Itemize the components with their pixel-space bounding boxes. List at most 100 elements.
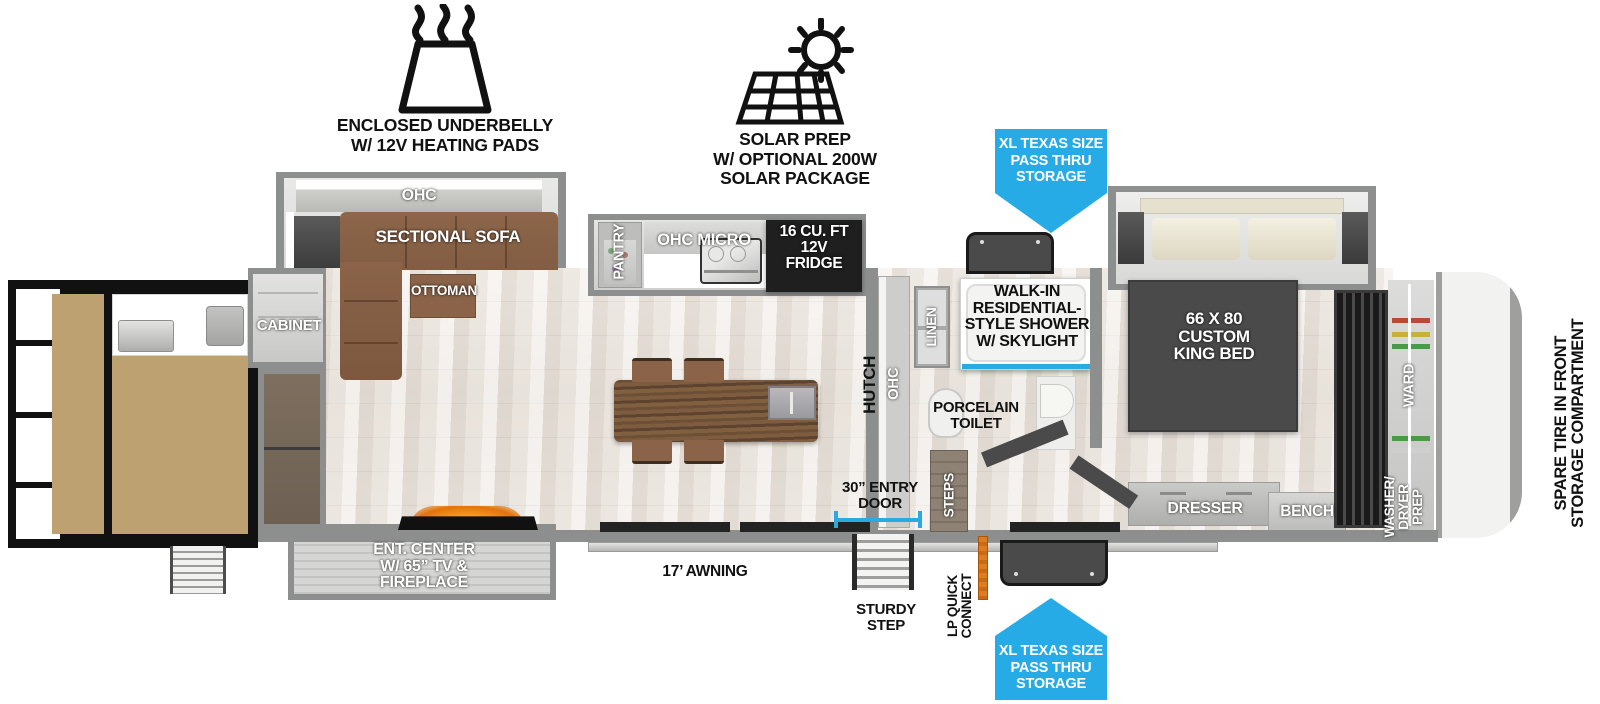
sectional-sofa-back (340, 212, 558, 270)
awning-arm (740, 522, 870, 532)
outdoor-grill (118, 320, 174, 352)
door-rivet (1090, 572, 1094, 576)
label-dresser: DRESSER (1167, 500, 1243, 517)
label-ottoman: OTTOMAN (411, 283, 477, 298)
hanging-clothes (1392, 436, 1430, 441)
sink-faucet (790, 392, 793, 414)
sectional-sofa-arm (340, 262, 402, 380)
label-ohc-living: OHC (401, 187, 437, 204)
label-pantry: PANTRY (611, 223, 628, 280)
label-ohc-hall: OHC (885, 367, 903, 401)
ohc-cabinet (296, 190, 542, 212)
oven-handle (704, 270, 758, 273)
bath-right-wall (1090, 268, 1102, 448)
label-cabinet: CABINET (256, 317, 322, 334)
pillow (1248, 218, 1336, 260)
callout-body: XL TEXAS SIZE PASS THRU STORAGE (995, 129, 1107, 193)
callout-arrow-up-icon (995, 598, 1107, 636)
awning-arm (1010, 522, 1120, 532)
feature-solar-prep: SOLAR PREP W/ OPTIONAL 200W SOLAR PACKAG… (635, 18, 955, 189)
label-steps: STEPS (940, 473, 957, 518)
callout-text: XL TEXAS SIZE PASS THRU STORAGE (998, 643, 1104, 693)
burner (708, 246, 724, 262)
heating-pads-icon (398, 4, 492, 114)
label-entry-door: 30” ENTRY DOOR (842, 479, 918, 512)
feature-enclosed-underbelly: ENCLOSED UNDERBELLY W/ 12V HEATING PADS (320, 4, 570, 155)
patio-rail-post (16, 340, 60, 346)
sofa-seam (344, 342, 398, 344)
bottom-wall (258, 530, 1438, 542)
label-sectional-sofa: SECTIONAL SOFA (375, 227, 521, 246)
feature-caption: ENCLOSED UNDERBELLY W/ 12V HEATING PADS (336, 115, 554, 155)
label-ohc-micro: OHC MICRO (657, 231, 751, 249)
left-wall-glass-split (264, 447, 320, 450)
dining-chair (684, 358, 724, 382)
pass-thru-door-bottom (1000, 540, 1108, 586)
pillow (1152, 218, 1240, 260)
label-ward: WARD (1401, 363, 1418, 408)
sofa-seam (344, 300, 398, 302)
patio-floor-outer (52, 294, 110, 534)
vanity-sink (1040, 384, 1074, 418)
cooktop (700, 238, 762, 284)
linen-shelf (918, 330, 946, 364)
label-lp-quick-connect: LP QUICK CONNECT (944, 573, 974, 639)
label-fridge: 16 CU. FT 12V FRIDGE (779, 223, 849, 273)
linen-shelf (918, 290, 946, 326)
feature-caption: SOLAR PREP W/ OPTIONAL 200W SOLAR PACKAG… (713, 129, 877, 189)
label-porcelain-toilet: PORCELAIN TOILET (933, 399, 1019, 432)
door-rivet (1014, 572, 1018, 576)
toilet (928, 388, 964, 438)
solar-panel-icon (735, 18, 854, 125)
shower-pan (966, 284, 1086, 362)
shower-skylight-strip (962, 364, 1090, 369)
label-king-bed: 66 X 80 CUSTOM KING BED (1173, 309, 1255, 364)
bedroom-window-right (1342, 212, 1368, 264)
label-spare-tire: SPARE TIRE IN FRONT STORAGE COMPARTMENT (1551, 318, 1587, 528)
pantry-item (612, 266, 618, 272)
closet-rod (1408, 284, 1411, 526)
dining-chair (632, 358, 672, 382)
wardrobe-door (1334, 290, 1388, 528)
patio-rail-post (16, 412, 60, 418)
ohc-light-strip (296, 180, 542, 189)
hutch-wall (866, 268, 878, 540)
dresser-handle (1226, 492, 1252, 495)
entry-door-measure-tick (918, 511, 922, 528)
sofa-seam (405, 216, 407, 268)
dining-table (614, 380, 818, 442)
bedroom-window-left (1118, 212, 1144, 264)
patio-divider (104, 294, 112, 534)
cabinet (253, 274, 323, 362)
callout-body: XL TEXAS SIZE PASS THRU STORAGE (995, 636, 1107, 700)
entry-steps (852, 534, 914, 590)
pantry-item (608, 248, 614, 254)
tv-screen (398, 516, 538, 530)
label-hutch: HUTCH (860, 355, 880, 414)
window-glass-left (294, 216, 340, 272)
front-cap (1436, 272, 1522, 538)
callout-pass-thru-top: XL TEXAS SIZE PASS THRU STORAGE (995, 129, 1107, 233)
pass-thru-door-top (966, 232, 1054, 274)
ottoman (410, 274, 476, 318)
hanging-clothes (1392, 344, 1430, 349)
label-bench: BENCH (1280, 503, 1334, 520)
cabinet-shelf (258, 316, 318, 318)
kitchen-island-sink (768, 386, 816, 420)
headboard-strip (1140, 198, 1344, 214)
sofa-seam (455, 216, 457, 268)
label-washer-dryer-prep: WASHER/ DRYER PREP (1381, 476, 1426, 538)
lp-quick-connect-pipe (978, 536, 988, 600)
door-rivet (980, 240, 984, 244)
sofa-seam (505, 216, 507, 268)
entry-door-measure-tick (834, 511, 838, 528)
label-shower: WALK-IN RESIDENTIAL- STYLE SHOWER W/ SKY… (964, 283, 1090, 350)
burner (730, 246, 746, 262)
callout-arrow-down-icon (995, 193, 1107, 233)
window-left (286, 212, 294, 274)
cabinet-shelf (258, 292, 318, 294)
label-linen: LINEN (923, 307, 939, 347)
pantry-goods (604, 240, 636, 284)
awning-arm (600, 522, 730, 532)
